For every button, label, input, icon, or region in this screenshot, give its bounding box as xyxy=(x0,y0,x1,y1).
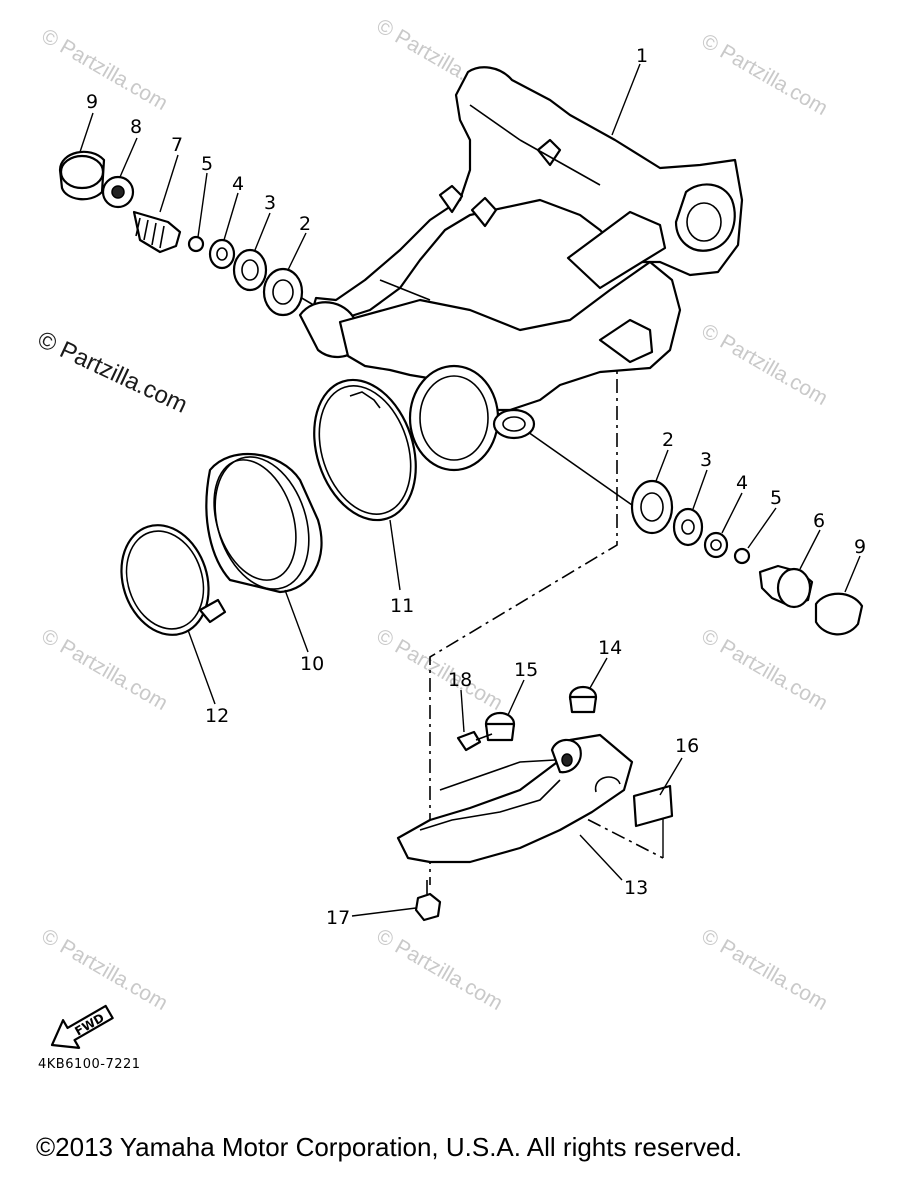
callout-4-left: 4 xyxy=(232,173,244,195)
chain-guard-assembly xyxy=(396,685,674,922)
callout-18: 18 xyxy=(448,669,472,691)
callout-2-right: 2 xyxy=(662,429,674,451)
watermark-text: © Partzilla.com xyxy=(38,924,172,1015)
callout-3-right: 3 xyxy=(700,449,712,471)
watermark-text: © Partzilla.com xyxy=(373,624,507,715)
callout-13: 13 xyxy=(624,877,648,899)
callout-7: 7 xyxy=(171,134,183,156)
boot-and-bands xyxy=(120,378,417,636)
callout-12: 12 xyxy=(205,705,229,727)
callout-numbers: 9 8 7 5 4 3 2 1 2 3 4 5 6 9 10 11 12 13 … xyxy=(86,45,866,929)
callout-16: 16 xyxy=(675,735,699,757)
watermark-text: © Partzilla.com xyxy=(38,624,172,715)
callout-leaders xyxy=(79,63,861,917)
swingarm xyxy=(298,66,744,472)
callout-9-left: 9 xyxy=(86,91,98,113)
callout-10: 10 xyxy=(300,653,324,675)
fwd-arrow-icon: FWD xyxy=(50,1004,114,1049)
watermark-text-primary: © Partzilla.com xyxy=(33,326,191,419)
watermark-text: © Partzilla.com xyxy=(373,924,507,1015)
callout-9-right: 9 xyxy=(854,536,866,558)
callout-3-left: 3 xyxy=(264,192,276,214)
callout-11: 11 xyxy=(390,595,414,617)
watermark-text: © Partzilla.com xyxy=(38,24,172,115)
watermark-text: © Partzilla.com xyxy=(698,924,832,1015)
callout-14: 14 xyxy=(598,637,622,659)
watermark-text: © Partzilla.com xyxy=(698,624,832,715)
right-pivot-parts xyxy=(630,479,864,636)
left-pivot-parts xyxy=(58,150,304,317)
callout-4-right: 4 xyxy=(736,472,748,494)
callout-15: 15 xyxy=(514,659,538,681)
copyright-notice: ©2013 Yamaha Motor Corporation, U.S.A. A… xyxy=(36,1132,743,1162)
callout-1: 1 xyxy=(636,45,648,67)
callout-17: 17 xyxy=(326,907,350,929)
callout-5-right: 5 xyxy=(770,487,782,509)
callout-6: 6 xyxy=(813,510,825,532)
callout-8: 8 xyxy=(130,116,142,138)
callout-5-left: 5 xyxy=(201,153,213,175)
watermark-text: © Partzilla.com xyxy=(698,29,832,120)
callout-2-left: 2 xyxy=(299,213,311,235)
watermark-text: © Partzilla.com xyxy=(698,319,832,410)
diagram-code: 4KB6100-7221 xyxy=(38,1057,141,1072)
